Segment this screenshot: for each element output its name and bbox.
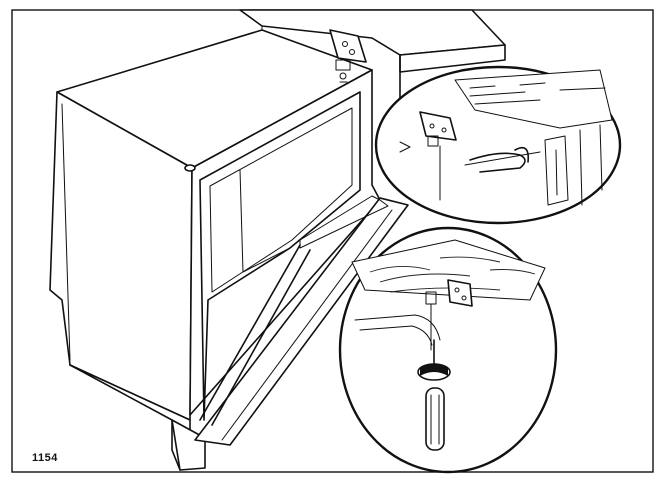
detail-top-bracket xyxy=(399,111,457,201)
detail-inset-top xyxy=(374,65,622,225)
detail-bottom-bracket xyxy=(425,279,473,351)
worktop xyxy=(239,9,506,121)
figure-number-label: 1154 xyxy=(32,452,58,464)
detail-inset-bottom xyxy=(338,226,558,474)
hinge-bracket xyxy=(329,29,367,83)
detail-bottom-worktop xyxy=(351,239,546,301)
screwdriver xyxy=(417,339,451,451)
detail-top-worktop xyxy=(454,69,613,129)
dishwasher-cabinet xyxy=(49,29,381,471)
detail-top-clip xyxy=(464,146,541,173)
door-panel xyxy=(194,195,409,446)
detail-bottom-arm xyxy=(354,314,441,346)
detail-top-sidepanel xyxy=(544,124,603,206)
corner-knob xyxy=(184,164,196,172)
